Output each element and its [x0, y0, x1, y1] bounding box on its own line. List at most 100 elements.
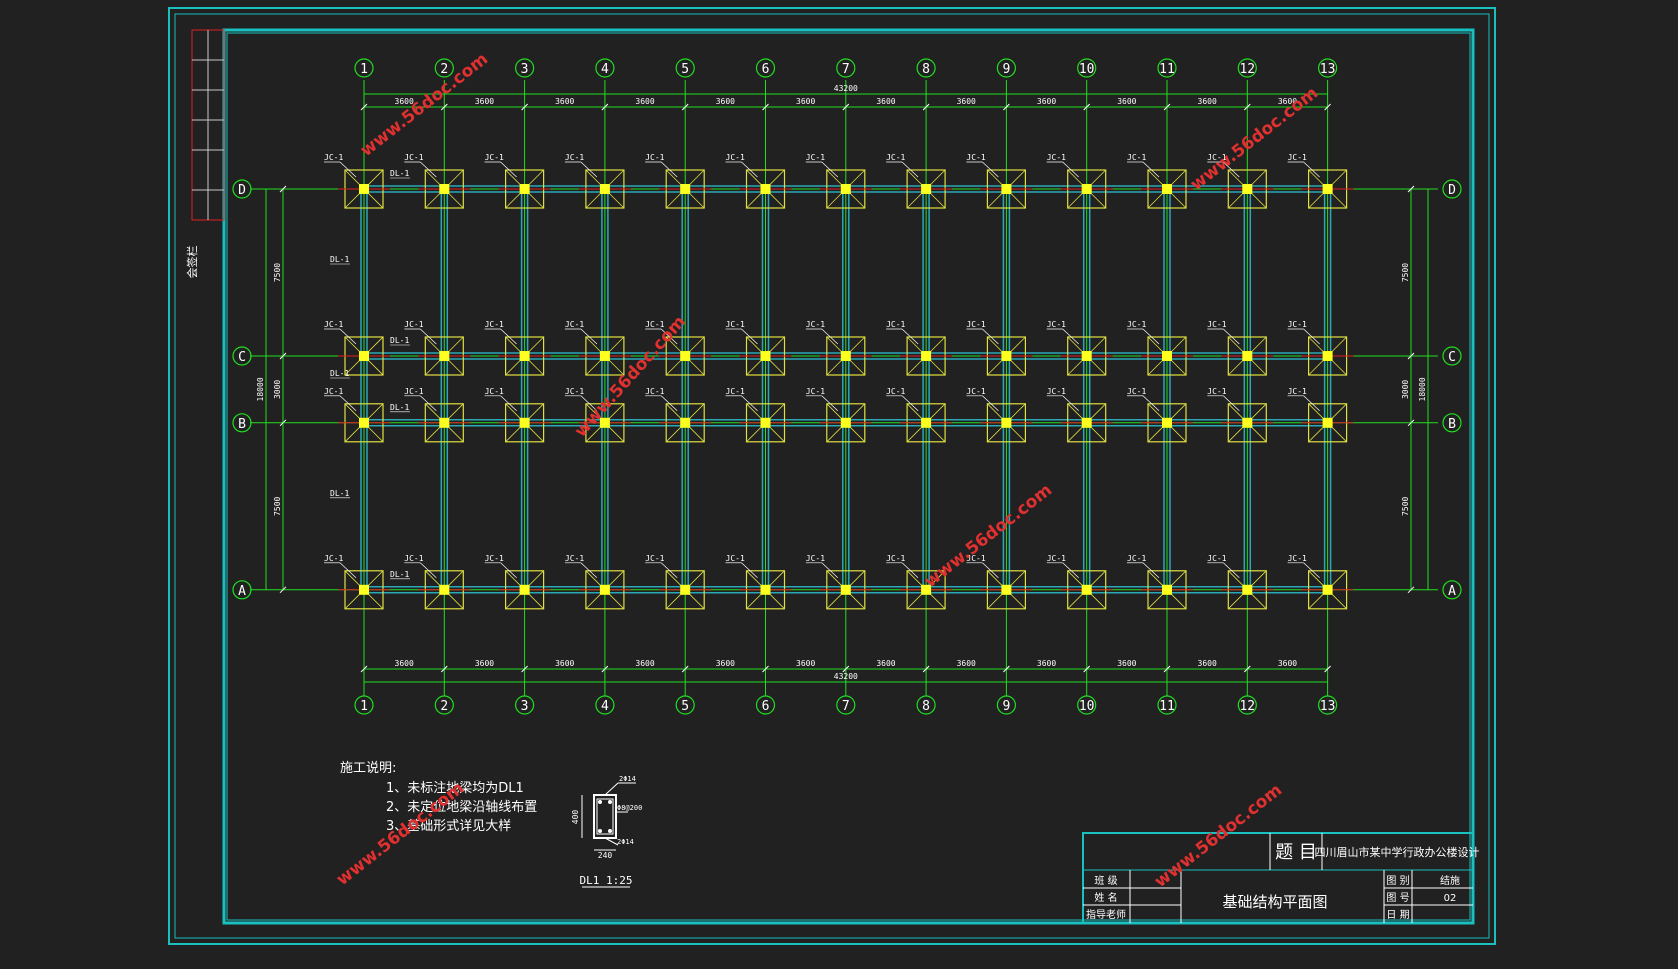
footing-label: JC-1	[565, 153, 584, 162]
drawing-border-inner	[226, 32, 1471, 921]
dimension-text-3600: 3600	[796, 97, 815, 106]
dimension-tick	[1003, 103, 1010, 111]
dimension-tick	[1324, 103, 1331, 111]
beam-label: DL-1	[390, 169, 409, 178]
axis-bubble-2	[434, 695, 454, 715]
dimension-text-3600: 3600	[876, 659, 895, 668]
axis-bubble-1	[354, 695, 374, 715]
column-block	[1322, 351, 1333, 361]
axis-label-5: 5	[681, 699, 689, 714]
axis-bubble-12	[1237, 695, 1257, 715]
note-item-3: 3、基础形式详见大样	[386, 819, 511, 834]
axis-label-11: 11	[1159, 699, 1175, 714]
beam-label: DL-1	[330, 255, 349, 264]
footing-leader	[339, 562, 357, 579]
column-block	[1322, 584, 1333, 595]
footing-leader	[982, 328, 999, 345]
column-block	[680, 184, 691, 194]
note-item-1: 1、未标注地梁均为DL1	[386, 781, 524, 796]
column-block	[359, 417, 369, 428]
dimension-tick	[279, 586, 287, 594]
axis-bubble-3	[514, 695, 535, 715]
axis-label-9: 9	[1002, 62, 1010, 77]
dimension-tick	[1083, 665, 1091, 673]
footing-label: JC-1	[1207, 387, 1226, 396]
column-block	[519, 417, 530, 428]
axis-label-A: A	[1448, 584, 1456, 599]
axis-bubble-4	[595, 695, 615, 715]
number-label: 图 号	[1386, 892, 1409, 904]
countersign-block	[191, 29, 225, 221]
dimension-text-3600: 3600	[1278, 659, 1297, 668]
column-block	[1001, 584, 1012, 595]
section-bottom-bar: 2Φ14	[617, 838, 634, 846]
dimension-text-3600: 3600	[635, 97, 654, 106]
footing-leader	[339, 395, 357, 412]
column-block	[1081, 351, 1092, 361]
footing-leader	[1223, 328, 1240, 345]
footing-leader	[420, 395, 437, 412]
axis-bubble-13	[1317, 58, 1338, 78]
notes-title: 施工说明:	[340, 761, 396, 776]
footing-label: JC-1	[1288, 320, 1307, 329]
footing-leader	[500, 395, 517, 412]
footing-leader	[660, 328, 678, 345]
footing-label: JC-1	[1207, 153, 1226, 162]
axis-bubble-12	[1237, 58, 1257, 78]
footing-label: JC-1	[324, 387, 343, 396]
watermark-text: www.56doc.com	[357, 49, 492, 161]
footing-label: JC-1	[966, 153, 985, 162]
dimension-tick	[681, 103, 689, 111]
dl1-section-detail: 2Φ14 Φ8@200 2Φ14 400 240 DL1 1:25	[571, 775, 642, 888]
axis-label-6: 6	[762, 699, 770, 714]
footing-leader	[580, 161, 598, 178]
footing-label: JC-1	[726, 320, 745, 329]
dimension-total-43200: 43200	[834, 84, 858, 93]
footing-label: JC-1	[645, 320, 664, 329]
rebar-dot	[598, 829, 602, 833]
footing-leader	[339, 328, 357, 345]
axis-bubble-B	[1442, 413, 1462, 433]
footing-leader	[901, 328, 919, 345]
rebar-dot	[608, 800, 612, 804]
footing-label: JC-1	[886, 554, 905, 563]
axis-label-10: 10	[1079, 62, 1095, 77]
axis-label-B: B	[238, 417, 246, 432]
watermark-text: www.56doc.com	[921, 480, 1056, 592]
axis-label-10: 10	[1079, 699, 1095, 714]
column-block	[840, 184, 851, 194]
footing-leader	[1062, 562, 1079, 579]
note-item-2: 2、未定位地梁沿轴线布置	[386, 800, 537, 815]
dimension-tick	[1407, 586, 1415, 594]
dimension-text-3600: 3600	[796, 659, 815, 668]
dimension-tick	[279, 419, 287, 427]
footing-leader	[821, 395, 839, 412]
category-label: 图 别	[1386, 875, 1409, 887]
axis-bubble-A	[1442, 580, 1462, 600]
beam-label: DL-1	[390, 570, 409, 579]
axis-label-4: 4	[601, 699, 609, 714]
column-block	[760, 584, 771, 595]
column-block	[921, 351, 932, 361]
column-block	[760, 417, 771, 428]
dimension-total-18000: 18000	[256, 377, 265, 401]
column-block	[840, 584, 851, 595]
axis-bubble-B	[232, 413, 252, 433]
dimension-text-3600: 3600	[475, 659, 494, 668]
dimension-text-3600: 3600	[395, 97, 414, 106]
footing-label: JC-1	[966, 320, 985, 329]
footing-leader	[580, 328, 598, 345]
dimension-tick	[601, 665, 609, 673]
dimension-tick	[279, 185, 287, 193]
advisor-label: 指导老师	[1086, 908, 1126, 921]
title-block: 题 目 四川眉山市某中学行政办公楼设计 班 级 姓 名 指导老师 基础结构平面图…	[1082, 832, 1480, 924]
footing-leader	[1223, 562, 1240, 579]
footing-label: JC-1	[806, 153, 825, 162]
dimension-text-3600: 3600	[635, 659, 654, 668]
axis-label-D: D	[1448, 183, 1456, 198]
construction-notes: 施工说明: 1、未标注地梁均为DL1 2、未定位地梁沿轴线布置 3、基础形式详见…	[340, 761, 537, 834]
footing-leader	[1223, 161, 1240, 178]
axis-bubble-8	[916, 695, 936, 715]
column-block	[680, 417, 691, 428]
axis-bubble-9	[996, 58, 1017, 78]
